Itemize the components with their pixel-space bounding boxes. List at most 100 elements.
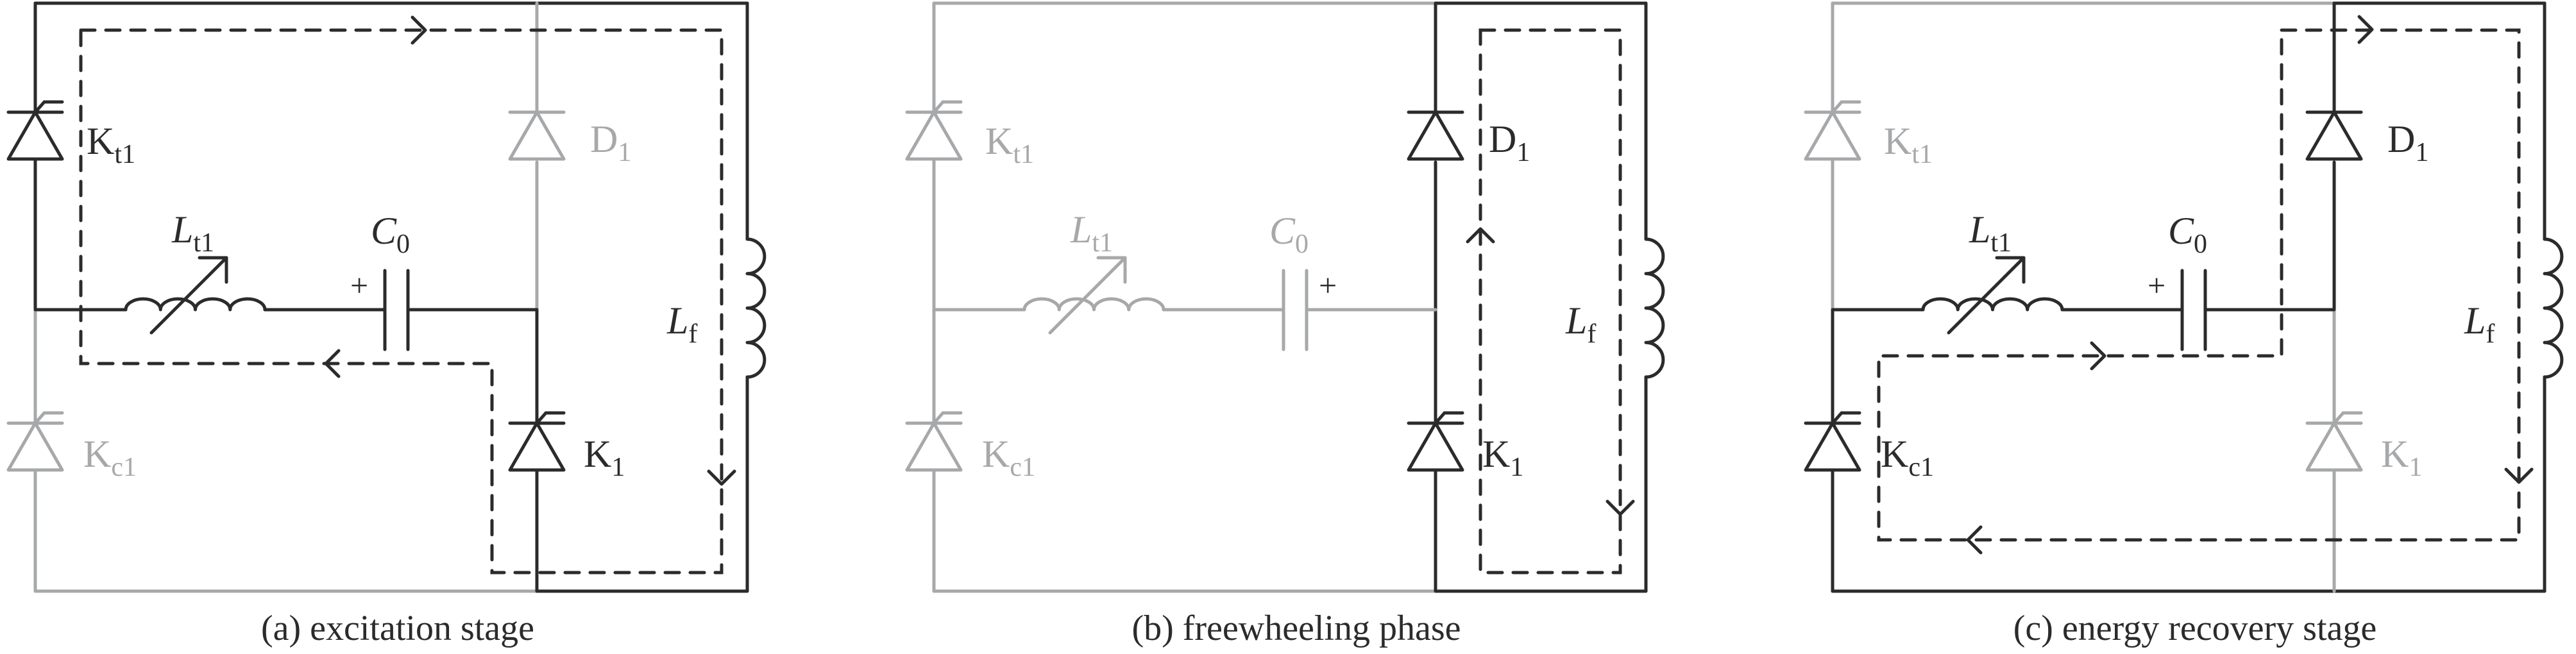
label-kc1-main: K xyxy=(982,433,1010,475)
thyristor-kc1-gate xyxy=(33,411,64,425)
label-d1-main: D xyxy=(2387,118,2415,160)
label-lf-main: L xyxy=(2464,299,2486,342)
label-kt1: Kt1 xyxy=(985,120,1034,169)
current-arrow-right-middle xyxy=(2090,341,2106,371)
thyristor-k1-triangle xyxy=(508,421,566,472)
label-kc1-sub: c1 xyxy=(1908,453,1934,482)
label-d1: D1 xyxy=(2387,118,2428,167)
variable-arrow-shaft xyxy=(1947,256,2026,335)
thyristor-kc1-gate xyxy=(932,411,963,425)
label-d1-sub: 1 xyxy=(618,138,631,167)
label-lf: Lf xyxy=(2464,299,2495,349)
label-c0-main: C xyxy=(371,210,397,252)
label-lf-main: L xyxy=(1565,299,1587,342)
label-k1-main: K xyxy=(1482,433,1510,475)
current-arrow-down-right xyxy=(2504,467,2534,484)
label-k1-sub: 1 xyxy=(1510,453,1523,482)
label-k1-main: K xyxy=(584,433,611,475)
thyristor-kc1-triangle xyxy=(6,421,64,472)
inductor-lf xyxy=(745,237,767,379)
current-arrow-right-top xyxy=(411,15,427,45)
label-lt1-main: L xyxy=(171,208,193,251)
thyristor-k1-triangle xyxy=(2305,421,2363,472)
thyristor-kt1 xyxy=(1804,100,1861,161)
label-kt1: Kt1 xyxy=(87,120,135,169)
variable-arrow-shaft xyxy=(149,256,228,335)
label-c0: C0 xyxy=(371,210,410,259)
inductor-lf xyxy=(1644,237,1665,379)
current-arrow-down-right xyxy=(1606,499,1635,516)
label-d1-main: D xyxy=(590,118,618,160)
thyristor-kc1-gate xyxy=(1831,411,1861,425)
label-kt1-main: K xyxy=(87,120,114,162)
panel-caption: (a) excitation stage xyxy=(261,608,534,648)
label-lf-sub: f xyxy=(2486,319,2495,349)
panel-caption: (c) energy recovery stage xyxy=(2013,608,2377,648)
current-loop-path xyxy=(1877,28,2521,542)
label-d1-sub: 1 xyxy=(2415,138,2428,167)
variable-arrow-head xyxy=(1995,256,2026,284)
thyristor-kc1 xyxy=(6,411,64,472)
label-c0: C0 xyxy=(1269,210,1309,259)
label-kc1: Kc1 xyxy=(1881,433,1934,482)
thyristor-kt1-triangle xyxy=(905,110,963,161)
label-kc1-main: K xyxy=(1881,433,1908,475)
label-lf: Lf xyxy=(1565,299,1596,349)
variable-arrow-head xyxy=(198,256,228,284)
current-arrow-up-inner xyxy=(1466,227,1495,244)
capacitor-plus-sign: + xyxy=(1319,267,1337,303)
thyristor-kt1-gate xyxy=(33,100,64,114)
thyristor-kt1-gate xyxy=(932,100,963,114)
label-c0-sub: 0 xyxy=(1295,230,1309,259)
label-lf: Lf xyxy=(666,299,697,349)
label-kc1-main: K xyxy=(83,433,111,475)
label-kt1-sub: t1 xyxy=(1013,140,1034,169)
thyristor-kt1 xyxy=(6,100,64,161)
inductor-lf xyxy=(2543,237,2564,379)
panel-caption: (b) freewheeling phase xyxy=(1131,608,1461,648)
thyristor-kc1 xyxy=(905,411,963,472)
label-kt1-sub: t1 xyxy=(1911,140,1933,169)
thyristor-k1-gate xyxy=(535,411,566,425)
label-lt1-sub: t1 xyxy=(1990,228,2012,258)
diode-d1 xyxy=(508,110,566,161)
label-kt1: Kt1 xyxy=(1884,120,1933,169)
label-kt1-sub: t1 xyxy=(114,140,135,169)
label-c0-sub: 0 xyxy=(396,230,410,259)
current-arrow-left-middle xyxy=(324,349,341,378)
label-lt1-main: L xyxy=(1969,208,1990,251)
label-kc1: Kc1 xyxy=(83,433,137,482)
label-k1: K1 xyxy=(584,433,625,482)
label-kt1-main: K xyxy=(1884,120,1911,162)
label-k1: K1 xyxy=(2381,433,2422,482)
label-d1-sub: 1 xyxy=(1516,138,1530,167)
thyristor-kc1-triangle xyxy=(1804,421,1861,472)
inductor-lt1 xyxy=(124,297,267,312)
diode-d1 xyxy=(1407,110,1464,161)
current-arrow-down-right xyxy=(707,469,736,486)
label-d1: D1 xyxy=(1489,118,1530,167)
thyristor-k1 xyxy=(1407,411,1464,472)
label-lf-main: L xyxy=(666,299,688,342)
label-kt1-main: K xyxy=(985,120,1013,162)
label-c0-main: C xyxy=(2168,210,2194,252)
label-lt1-main: L xyxy=(1070,208,1092,251)
current-loop-path xyxy=(1479,28,1622,574)
inductor-lt1 xyxy=(1921,297,2064,312)
variable-arrow-head xyxy=(1096,256,1127,284)
variable-arrow-shaft xyxy=(1048,256,1127,335)
inductor-lt1 xyxy=(1022,297,1165,312)
label-k1: K1 xyxy=(1482,433,1523,482)
label-kc1-sub: c1 xyxy=(111,453,137,482)
label-lt1: Lt1 xyxy=(1070,208,1113,258)
label-lf-sub: f xyxy=(688,319,697,349)
label-lt1: Lt1 xyxy=(1969,208,2012,258)
thyristor-kt1 xyxy=(905,100,963,161)
label-lt1-sub: t1 xyxy=(1092,228,1113,258)
thyristor-k1 xyxy=(2305,411,2363,472)
thyristor-k1-gate xyxy=(1434,411,1464,425)
capacitor-plus-sign: + xyxy=(2148,267,2165,303)
